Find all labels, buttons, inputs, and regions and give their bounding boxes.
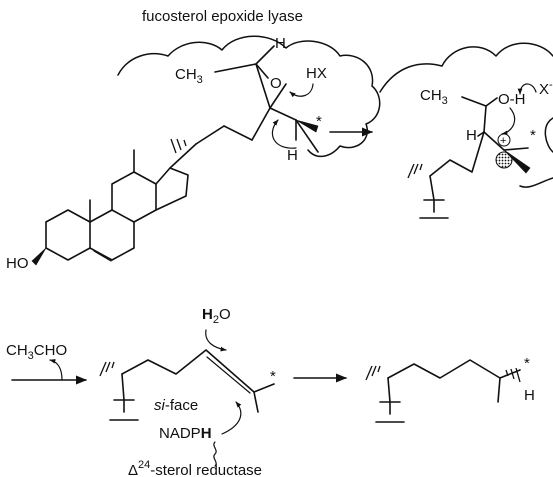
star-label-bottom-left: *	[270, 368, 276, 385]
h-label-intermediate: H	[466, 127, 477, 144]
ch3-label-left: CH3	[175, 66, 203, 86]
water-label: H2O	[202, 306, 231, 326]
star-label-right: *	[530, 127, 536, 144]
enzyme-title: fucosterol epoxide lyase	[142, 8, 303, 25]
plus-label: +	[500, 135, 506, 147]
enzyme-outline-right	[379, 42, 553, 93]
enzyme-outline-left	[117, 35, 381, 158]
carbocation-intermediate: CH3 O-H X- H + *	[407, 79, 553, 219]
ch3-label-right: CH3	[420, 87, 448, 107]
h-label-left: H	[287, 147, 298, 164]
star-label-product: *	[524, 355, 530, 372]
steroid-skeleton: HO O H CH3 * H HX	[6, 35, 327, 272]
oh-label: O-H	[498, 91, 526, 108]
hydroxyl-label: HO	[6, 255, 29, 272]
reductase-label: Δ24-sterol reductase	[128, 459, 262, 477]
x-minus-label: X-	[539, 79, 553, 98]
nadph-label: NADPH	[159, 425, 212, 442]
enzyme-outline-right-lower	[519, 117, 553, 188]
acetaldehyde-label: CH3CHO	[6, 342, 67, 362]
si-face-label: si-face	[154, 397, 198, 414]
h-label-product: H	[524, 387, 535, 404]
epoxide-oxygen: O	[270, 75, 282, 92]
saturated-sterol-product: * H	[365, 355, 535, 423]
epoxide-h-label: H	[275, 35, 286, 52]
hx-label: HX	[306, 65, 327, 82]
star-label-left: *	[316, 113, 322, 130]
sterol-delta24: H2O * si-face NADPH Δ24-sterol reductase	[99, 306, 276, 477]
